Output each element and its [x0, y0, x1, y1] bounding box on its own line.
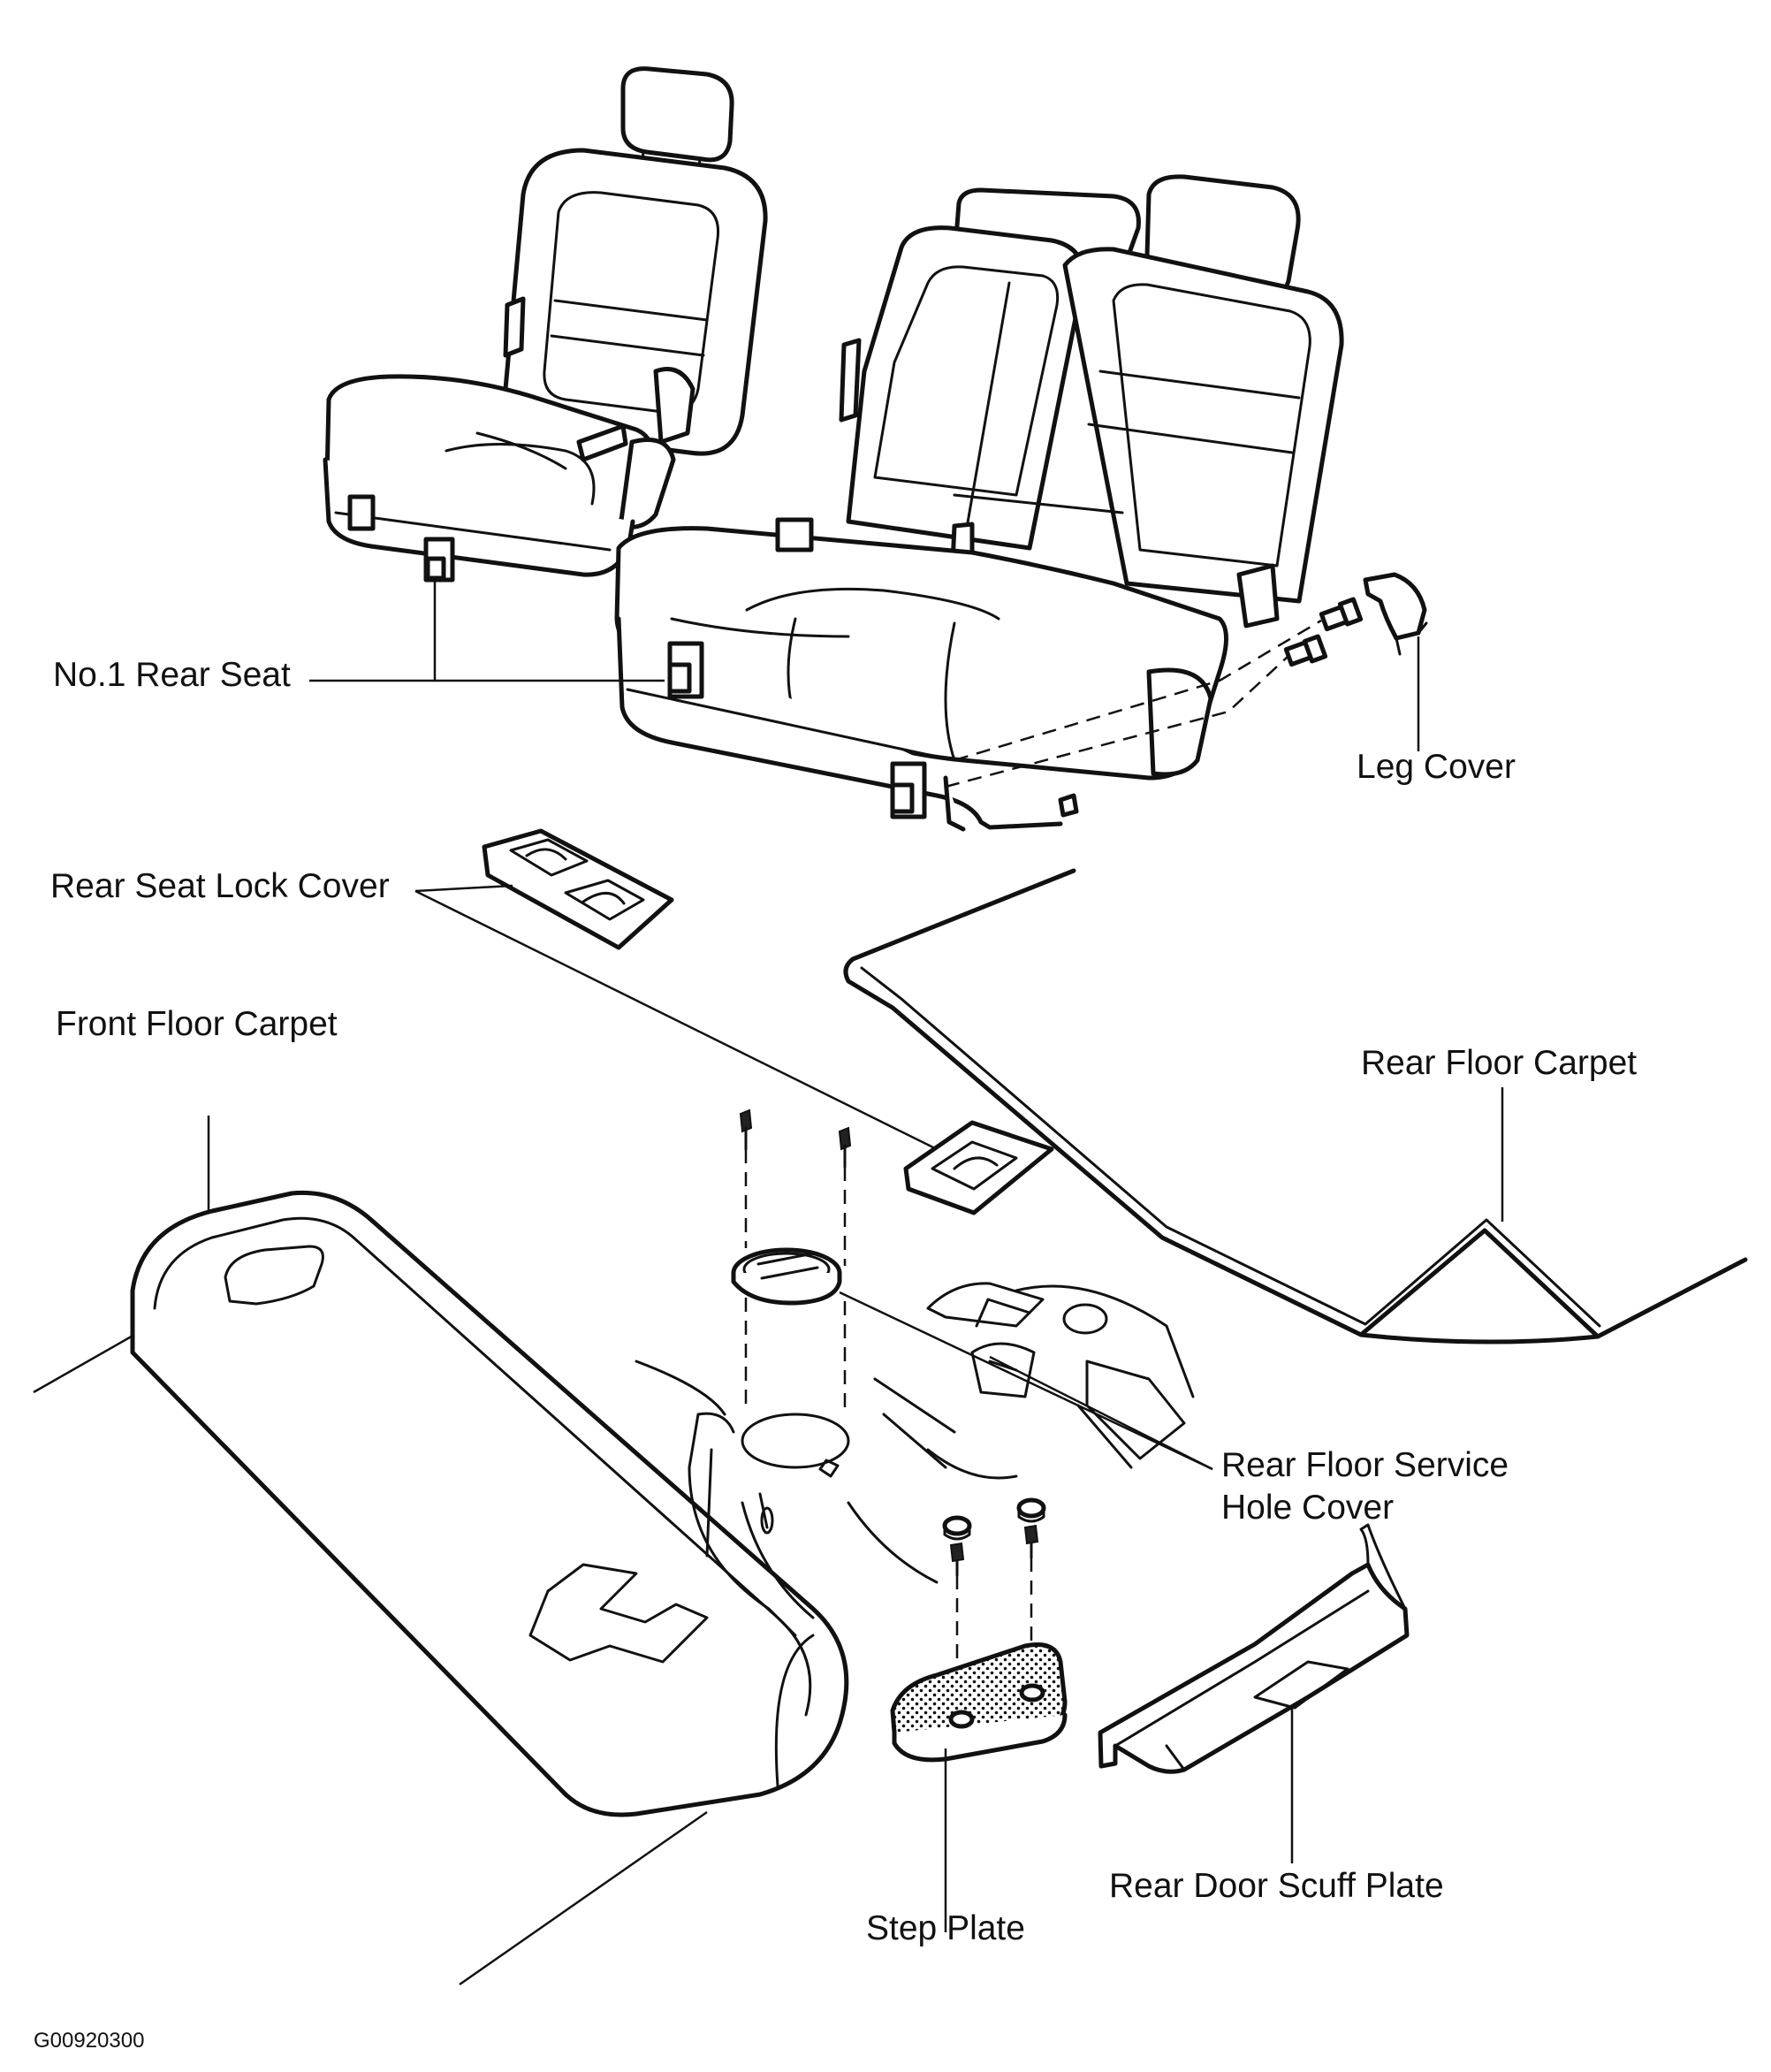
- rear-floor-carpet-inner: [860, 966, 1601, 1328]
- label-rear-floor-service-hole-cover-line2: Hole Cover: [1221, 1489, 1395, 1527]
- label-step-plate: Step Plate: [866, 1909, 1025, 1947]
- rear-seat-lock-cover-part: [482, 828, 674, 950]
- label-front-floor-carpet: Front Floor Carpet: [56, 1005, 338, 1043]
- label-no1-rear-seat: No.1 Rear Seat: [53, 656, 291, 694]
- figure-id: G00920300: [34, 2029, 145, 2053]
- label-rear-floor-service-hole-cover-line1: Rear Floor Service: [1221, 1446, 1509, 1484]
- rear-door-scuff-plate-part: [1098, 1523, 1410, 1774]
- rear-seat-bench: [614, 174, 1344, 832]
- floor-edge-bottom: [459, 1810, 708, 1986]
- leg-cover-part: [1363, 572, 1428, 656]
- rear-seat-left: [323, 66, 768, 583]
- floor-edge-left: [33, 1333, 135, 1394]
- rear-floor-carpet-outline: [843, 868, 1748, 1345]
- label-rear-floor-carpet: Rear Floor Carpet: [1361, 1044, 1638, 1082]
- label-leg-cover: Leg Cover: [1357, 748, 1516, 786]
- rear-floor-service-hole-cover-part: [731, 1108, 852, 1416]
- rear-seat-lock-cover-lower: [903, 1120, 1054, 1215]
- step-plate-part: [890, 1497, 1068, 1763]
- label-rear-seat-lock-cover: Rear Seat Lock Cover: [50, 867, 390, 905]
- leg-cover-fasteners: [945, 597, 1364, 788]
- label-rear-door-scuff-plate: Rear Door Scuff Plate: [1109, 1867, 1444, 1905]
- front-floor-carpet-part: [130, 1190, 849, 1817]
- leader-lines: [207, 580, 1504, 1932]
